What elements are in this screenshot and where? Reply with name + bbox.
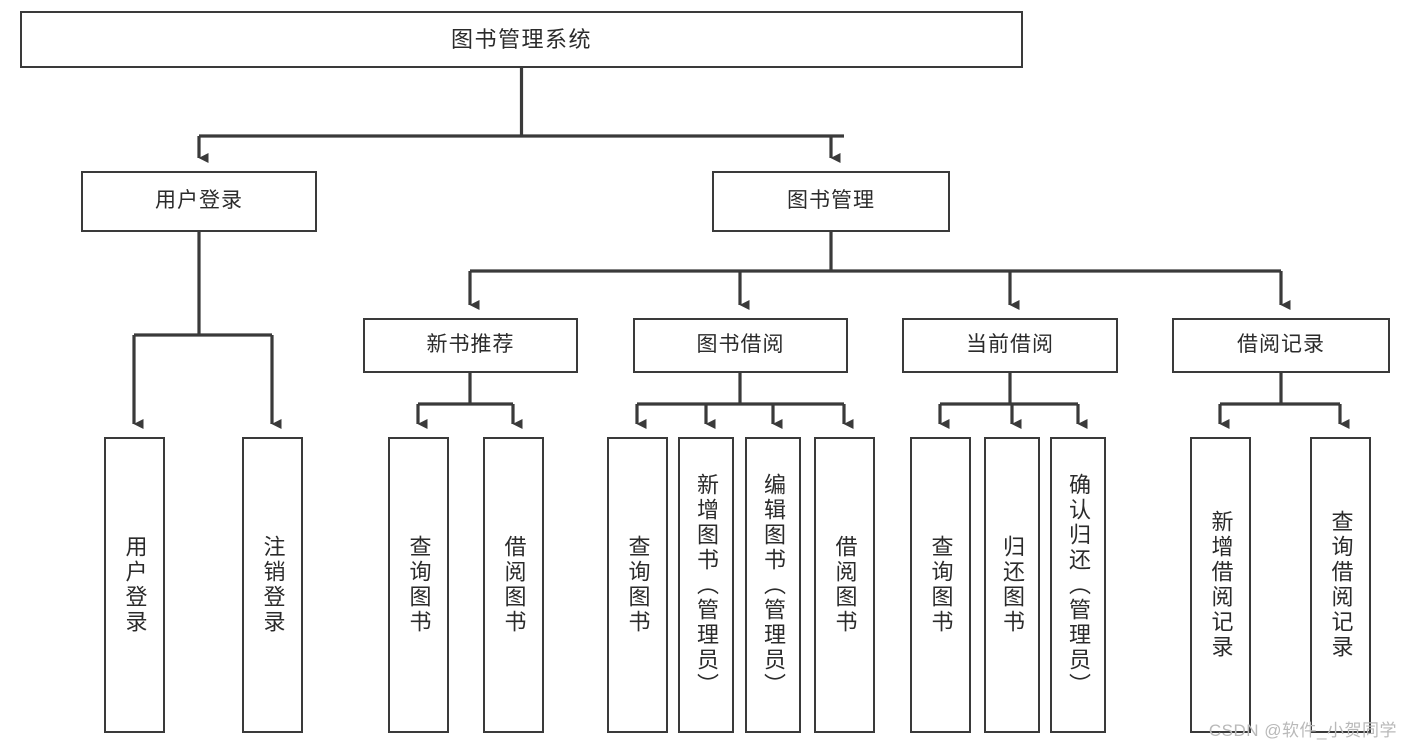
node-root-system[interactable]: 图书管理系统 <box>20 11 1023 68</box>
node-new-book-recommend[interactable]: 新书推荐 <box>363 318 578 373</box>
leaf-edit-book-admin[interactable]: 编辑图书（管理员） <box>745 437 801 733</box>
node-label: 用户登录 <box>155 189 243 213</box>
leaf-query-book-current[interactable]: 查询图书 <box>910 437 971 733</box>
node-label: 图书管理系统 <box>450 26 592 52</box>
node-book-borrow[interactable]: 图书借阅 <box>633 318 848 373</box>
node-label: 查询图书 <box>406 535 432 635</box>
node-user-login[interactable]: 用户登录 <box>81 171 317 232</box>
node-label: 当前借阅 <box>966 333 1054 357</box>
leaf-query-book-recommend[interactable]: 查询图书 <box>388 437 449 733</box>
node-label: 查询图书 <box>625 535 651 635</box>
node-label: 归还图书 <box>1000 535 1025 635</box>
leaf-confirm-return-admin[interactable]: 确认归还（管理员） <box>1050 437 1106 733</box>
node-label: 新增借阅记录 <box>1208 510 1234 660</box>
csdn-watermark: CSDN @软件_小贺同学 <box>1208 721 1397 740</box>
leaf-user-login[interactable]: 用户登录 <box>104 437 165 733</box>
node-label: 新增图书（管理员） <box>694 472 719 698</box>
leaf-return-book[interactable]: 归还图书 <box>984 437 1040 733</box>
node-label: 借阅图书 <box>501 535 527 635</box>
leaf-borrow-book[interactable]: 借阅图书 <box>814 437 875 733</box>
node-book-manage[interactable]: 图书管理 <box>712 171 950 232</box>
leaf-user-logout[interactable]: 注销登录 <box>242 437 303 733</box>
node-label: 借阅记录 <box>1237 333 1325 357</box>
leaf-query-book-borrow[interactable]: 查询图书 <box>607 437 668 733</box>
node-current-borrow[interactable]: 当前借阅 <box>902 318 1118 373</box>
node-label: 查询借阅记录 <box>1328 510 1354 660</box>
leaf-add-book-admin[interactable]: 新增图书（管理员） <box>678 437 734 733</box>
node-label: 用户登录 <box>122 535 148 635</box>
node-label: 查询图书 <box>928 535 954 635</box>
node-label: 借阅图书 <box>832 535 858 635</box>
leaf-query-borrow-record[interactable]: 查询借阅记录 <box>1310 437 1371 733</box>
node-label: 确认归还（管理员） <box>1066 472 1091 698</box>
node-label: 注销登录 <box>260 535 286 635</box>
node-label: 新书推荐 <box>426 333 515 357</box>
leaf-borrow-book-recommend[interactable]: 借阅图书 <box>483 437 544 733</box>
node-label: 编辑图书（管理员） <box>761 472 786 698</box>
node-borrow-record[interactable]: 借阅记录 <box>1172 318 1390 373</box>
leaf-add-borrow-record[interactable]: 新增借阅记录 <box>1190 437 1251 733</box>
node-label: 图书管理 <box>787 189 875 213</box>
node-label: 图书借阅 <box>696 333 785 357</box>
